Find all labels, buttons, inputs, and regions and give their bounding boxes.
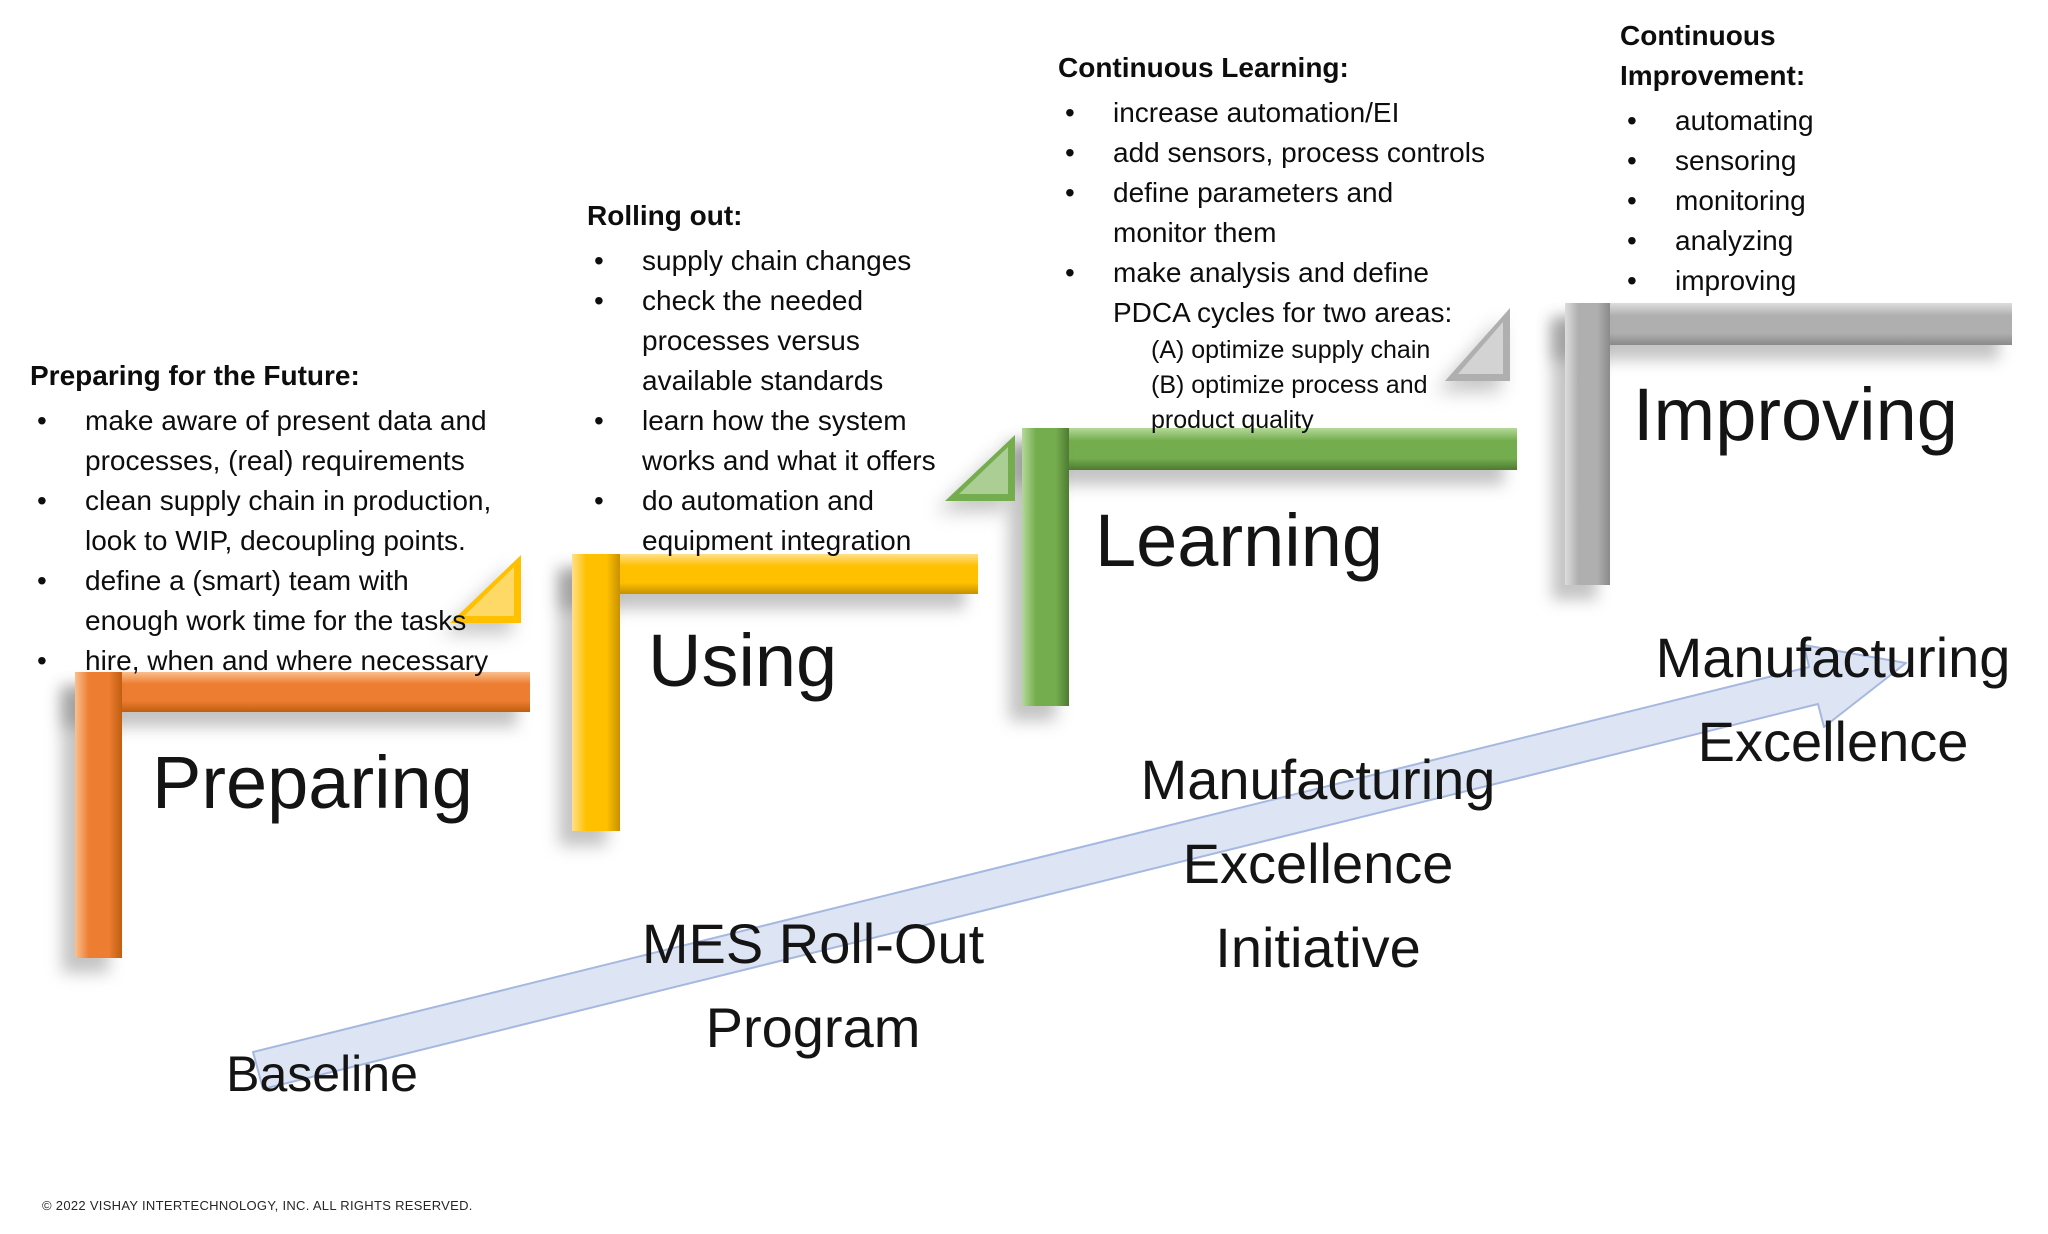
bullet-list-using: • supply chain changes • check the needed p…	[587, 241, 1007, 561]
bullet-item: • check the needed processes versus avail…	[587, 281, 1007, 401]
bullet-text: monitoring	[1675, 185, 1806, 216]
bracket-top-bar	[1565, 303, 2012, 345]
bullet-list-improving: • automating • sensoring • monitoring • analyzi…	[1620, 101, 1940, 301]
stage-label-using: Using	[648, 619, 838, 702]
bullet-text: check the needed processes versus availa…	[642, 285, 884, 396]
bullet-dot: •	[1627, 265, 1637, 296]
bullet-item: • sensoring	[1620, 141, 1940, 181]
bullet-item: • learn how the system works and what it …	[587, 401, 1007, 481]
triangle-bevel	[464, 567, 514, 616]
bullet-item: • supply chain changes	[587, 241, 1007, 281]
stage-label-improving: Improving	[1633, 373, 1958, 456]
triangle-bevel	[959, 447, 1008, 494]
bullet-text: define a (smart) team with enough work t…	[85, 565, 467, 636]
timeline-arrow-shape	[252, 644, 1907, 1090]
bullet-text: improving	[1675, 265, 1797, 296]
bullet-dot: •	[1065, 97, 1075, 128]
bracket-side-bar	[1565, 303, 1610, 585]
notes-title-improving: Continuous Improvement:	[1620, 20, 1806, 91]
bullet-text: clean supply chain in production, look t…	[85, 485, 492, 556]
bullet-dot: •	[1065, 257, 1075, 288]
bullet-text: analyzing	[1675, 225, 1794, 256]
milestone-mes-rollout: MES Roll-Out Program	[641, 912, 985, 1059]
bullet-dot: •	[37, 485, 47, 516]
bullet-list-learning: • increase automation/EI • add sensors, pro…	[1058, 93, 1538, 438]
bullet-dot: •	[1065, 177, 1075, 208]
bullet-text: hire, when and where necessary	[85, 645, 489, 676]
bullet-item: • make aware of present data and processe…	[30, 401, 560, 481]
bullet-item: • monitoring	[1620, 181, 1940, 221]
bullet-dot: •	[1065, 137, 1075, 168]
bullet-item: • increase automation/EI	[1058, 93, 1538, 133]
bullet-text: do automation and equipment integration	[642, 485, 912, 556]
bullet-item: • improving	[1620, 261, 1940, 301]
bullet-text: increase automation/EI	[1113, 97, 1400, 128]
bracket-side-bar	[75, 672, 122, 958]
milestone-baseline: Baseline	[226, 1046, 418, 1102]
bullet-item: • define parameters and monitor them	[1058, 173, 1538, 253]
bullet-dot: •	[37, 645, 47, 676]
bullet-text: add sensors, process controls	[1113, 137, 1485, 168]
bracket-top-bar	[75, 672, 530, 712]
notes-title-learning: Continuous Learning:	[1058, 52, 1349, 83]
bracket-side-bar	[572, 554, 620, 831]
bullet-dot: •	[1627, 225, 1637, 256]
bullet-text: make analysis and define PDCA cycles for…	[1113, 253, 1452, 438]
bullet-item: • do automation and equipment integration	[587, 481, 1007, 561]
notes-learning: Continuous Learning: • increase automatio…	[1058, 48, 1538, 438]
bullet-text: supply chain changes	[642, 245, 912, 276]
bullet-text: define parameters and monitor them	[1113, 177, 1394, 248]
step-triangle-using	[450, 555, 521, 623]
notes-preparing: Preparing for the Future: • make aware of…	[30, 356, 560, 681]
bullet-text: sensoring	[1675, 145, 1797, 176]
bracket-top-bar	[1022, 428, 1517, 470]
bullet-item: • make analysis and define PDCA cycles fo…	[1058, 253, 1538, 438]
triangle-shape	[450, 555, 521, 623]
bullet-dot: •	[1627, 145, 1637, 176]
bullet-dot: •	[594, 485, 604, 516]
milestone-mfg-excellence: Manufacturing Excellence	[1655, 626, 2011, 773]
bullet-item: • define a (smart) team with enough work …	[30, 561, 560, 641]
triangle-shape	[1445, 308, 1510, 381]
notes-title-using: Rolling out:	[587, 200, 743, 231]
bullet-dot: •	[37, 565, 47, 596]
bullet-text: learn how the system works and what it o…	[642, 405, 936, 476]
triangle-bevel	[1458, 322, 1503, 374]
copyright-text: © 2022 VISHAY INTERTECHNOLOGY, INC. ALL …	[42, 1198, 473, 1213]
step-triangle-learning	[945, 435, 1015, 501]
bullet-dot: •	[1627, 185, 1637, 216]
bullet-dot: •	[37, 405, 47, 436]
milestone-mfg-excellence-initiative: Manufacturing Excellence Initiative	[1140, 748, 1496, 979]
notes-improving: Continuous Improvement: • automating • sens…	[1620, 16, 1940, 301]
bullet-item: • analyzing	[1620, 221, 1940, 261]
bullet-sub-item: (B) optimize process and product quality	[1151, 371, 1428, 434]
bullet-item: • hire, when and where necessary	[30, 641, 560, 681]
bracket-top-bar	[572, 554, 978, 594]
bullet-item: • add sensors, process controls	[1058, 133, 1538, 173]
bullet-dot: •	[1627, 105, 1637, 136]
stage-label-learning: Learning	[1095, 499, 1384, 582]
bullet-sub-item: (A) optimize supply chain	[1151, 336, 1431, 364]
bullet-dot: •	[594, 245, 604, 276]
bullet-dot: •	[594, 285, 604, 316]
bullet-item: • clean supply chain in production, look …	[30, 481, 560, 561]
triangle-shape	[945, 435, 1015, 501]
bullet-dot: •	[594, 405, 604, 436]
notes-title-preparing: Preparing for the Future:	[30, 360, 360, 391]
notes-using: Rolling out: • supply chain changes • check…	[587, 196, 1007, 561]
stage-label-preparing: Preparing	[152, 741, 473, 824]
bracket-side-bar	[1022, 428, 1069, 706]
bullet-item: • automating	[1620, 101, 1940, 141]
step-triangle-improving	[1445, 308, 1510, 381]
bullet-text: make aware of present data and processes…	[85, 405, 487, 476]
bullet-list-preparing: • make aware of present data and processe…	[30, 401, 560, 681]
bullet-text: automating	[1675, 105, 1814, 136]
